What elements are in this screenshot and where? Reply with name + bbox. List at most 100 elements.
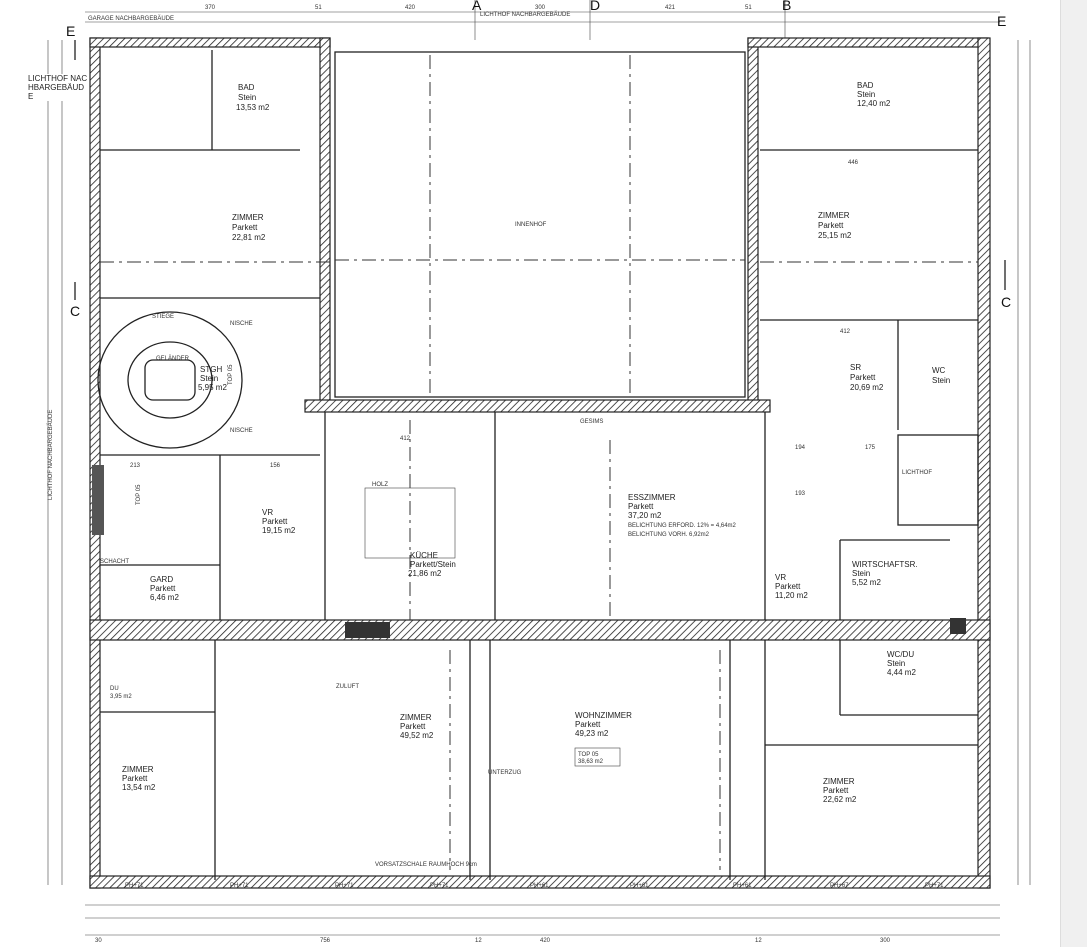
svg-text:Stein: Stein	[852, 569, 870, 578]
svg-text:300: 300	[535, 5, 546, 11]
svg-text:175: 175	[865, 445, 876, 451]
svg-text:VORSATZSCHALE RAUMHOCH 9cm: VORSATZSCHALE RAUMHOCH 9cm	[375, 862, 477, 868]
scrollbar[interactable]	[1060, 0, 1087, 947]
svg-text:D: D	[590, 0, 600, 13]
svg-text:Stein: Stein	[932, 376, 950, 385]
room-vr-right: VR Parkett 11,20 m2	[775, 573, 808, 600]
svg-text:6,46 m2: 6,46 m2	[150, 593, 179, 602]
note-lichthof-neighbour-left: LICHTHOF NACHBARGEBÄUDE	[28, 74, 88, 101]
svg-text:ZIMMER: ZIMMER	[823, 777, 855, 786]
svg-text:PH+61: PH+61	[530, 883, 549, 889]
svg-text:PH+71: PH+71	[335, 883, 354, 889]
svg-text:GELÄNDER: GELÄNDER	[156, 355, 190, 362]
svg-text:Parkett: Parkett	[628, 502, 654, 511]
svg-text:LICHTHOF NACHBARGEBÄUDE: LICHTHOF NACHBARGEBÄUDE	[480, 11, 570, 18]
notes: LICHTHOF NACHBARGEBÄUDE GARAGE NACHBARGE…	[47, 11, 603, 868]
svg-text:5,95 m2: 5,95 m2	[198, 383, 227, 392]
svg-text:Stein: Stein	[200, 374, 218, 383]
svg-text:WIRTSCHAFTSR.: WIRTSCHAFTSR.	[852, 560, 918, 569]
svg-text:420: 420	[405, 5, 416, 11]
svg-text:TOP 05: TOP 05	[228, 364, 234, 385]
svg-text:A: A	[472, 0, 482, 13]
svg-text:NISCHE: NISCHE	[230, 428, 253, 434]
chimney-block	[950, 618, 966, 634]
svg-text:VR: VR	[262, 508, 273, 517]
svg-text:49,23 m2: 49,23 m2	[575, 729, 609, 738]
svg-text:Parkett: Parkett	[818, 221, 844, 230]
svg-text:STGH: STGH	[200, 365, 222, 374]
room-sr: SR Parkett 20,69 m2	[850, 363, 884, 392]
svg-text:ESSZIMMER: ESSZIMMER	[628, 493, 676, 502]
svg-text:Parkett: Parkett	[575, 720, 601, 729]
svg-text:VR: VR	[775, 573, 786, 582]
svg-text:BELICHTUNG ERFORD. 12% = 4,64m: BELICHTUNG ERFORD. 12% = 4,64m2	[628, 523, 737, 529]
exterior-walls	[89, 37, 991, 889]
svg-text:PH+71: PH+71	[125, 883, 144, 889]
room-wc: WC Stein	[932, 366, 950, 385]
svg-text:ZIMMER: ZIMMER	[818, 211, 850, 220]
svg-text:20,69 m2: 20,69 m2	[850, 383, 884, 392]
room-zimmer-top-left: ZIMMER Parkett 22,81 m2	[232, 213, 266, 242]
svg-text:Parkett: Parkett	[232, 223, 258, 232]
svg-text:22,81 m2: 22,81 m2	[232, 233, 266, 242]
room-vr-left: VR Parkett 19,15 m2	[262, 508, 296, 535]
svg-text:C: C	[1001, 294, 1011, 310]
room-wirtschaftsraum: WIRTSCHAFTSR. Stein 5,52 m2	[852, 560, 918, 587]
svg-text:Parkett: Parkett	[122, 774, 148, 783]
svg-text:Parkett: Parkett	[850, 373, 876, 382]
svg-text:446: 446	[848, 160, 859, 166]
svg-text:37,20 m2: 37,20 m2	[628, 511, 662, 520]
svg-text:11,20 m2: 11,20 m2	[775, 591, 808, 600]
svg-text:370: 370	[205, 5, 216, 11]
svg-text:194: 194	[795, 445, 806, 451]
room-bad-right: BAD Stein 12,40 m2	[857, 81, 891, 108]
unit-total-area: TOP 05 38,63 m2	[578, 752, 604, 765]
shaft	[92, 465, 104, 535]
svg-text:213: 213	[130, 463, 141, 469]
svg-text:LICHTHOF NACHBARGEBÄUDE: LICHTHOF NACHBARGEBÄUDE	[47, 410, 54, 500]
room-stgh: STGH Stein 5,95 m2	[198, 365, 227, 392]
interior-walls	[100, 50, 979, 880]
svg-text:E: E	[997, 13, 1006, 29]
courtyard	[100, 51, 978, 398]
svg-text:12: 12	[755, 938, 762, 944]
svg-text:Parkett/Stein: Parkett/Stein	[410, 560, 456, 569]
dimension-lines	[47, 0, 1031, 936]
svg-text:Stein: Stein	[238, 93, 256, 102]
svg-text:12: 12	[475, 938, 482, 944]
svg-text:156: 156	[270, 463, 281, 469]
svg-text:BAD: BAD	[857, 81, 874, 90]
svg-text:38,63 m2: 38,63 m2	[578, 759, 604, 765]
svg-text:B: B	[782, 0, 791, 13]
svg-text:UNTERZUG: UNTERZUG	[488, 770, 522, 776]
svg-text:C: C	[70, 303, 80, 319]
window-labels: PH+71 PH+71 PH+71 PH+71 PH+61 PH+61 PH+6…	[125, 883, 944, 889]
svg-text:4,44 m2: 4,44 m2	[887, 668, 916, 677]
room-zimmer-top-right: ZIMMER Parkett 25,15 m2	[818, 211, 852, 240]
svg-text:12,40 m2: 12,40 m2	[857, 99, 891, 108]
svg-text:5,52 m2: 5,52 m2	[852, 578, 881, 587]
svg-text:KÜCHE: KÜCHE	[410, 551, 438, 560]
room-gard: GARD Parkett 6,46 m2	[150, 575, 179, 602]
svg-text:22,62 m2: 22,62 m2	[823, 795, 857, 804]
svg-text:3,95 m2: 3,95 m2	[110, 694, 132, 700]
svg-text:DU: DU	[110, 686, 119, 692]
svg-text:ZIMMER: ZIMMER	[232, 213, 264, 222]
svg-text:WOHNZIMMER: WOHNZIMMER	[575, 711, 632, 720]
svg-text:PH+71: PH+71	[230, 883, 249, 889]
svg-text:GARD: GARD	[150, 575, 173, 584]
svg-text:Parkett: Parkett	[150, 584, 176, 593]
dimension-labels: 370 51 420 300 421 51 30 756 12 420 12 3…	[95, 5, 891, 944]
room-zimmer-big: ZIMMER Parkett 49,52 m2	[400, 713, 434, 740]
svg-text:E: E	[66, 23, 75, 39]
svg-text:421: 421	[665, 5, 676, 11]
axis-markers: E C A D B E C	[66, 0, 1011, 319]
kitchen-island	[364, 487, 456, 559]
svg-text:420: 420	[540, 938, 551, 944]
room-wc-du: WC/DU Stein 4,44 m2	[887, 650, 916, 677]
svg-text:PH+67: PH+67	[830, 883, 849, 889]
svg-text:PH+61: PH+61	[630, 883, 649, 889]
svg-text:BAD: BAD	[238, 83, 255, 92]
svg-text:PH+71: PH+71	[925, 883, 944, 889]
svg-text:756: 756	[320, 938, 331, 944]
